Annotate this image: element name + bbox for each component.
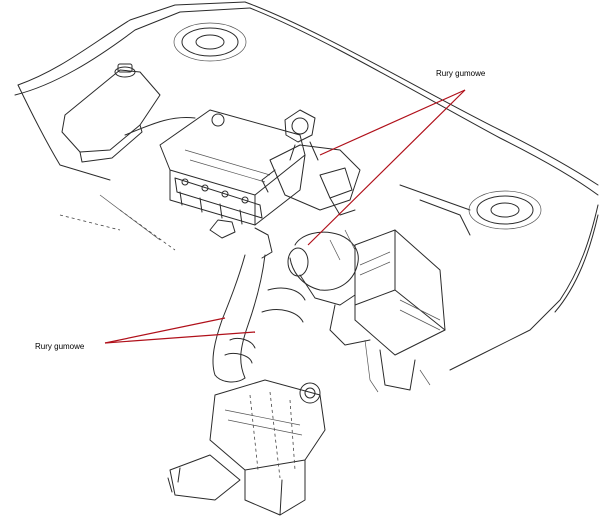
left-label-pointers (104, 317, 256, 344)
left-hose-label: Rury gumowe (35, 342, 85, 351)
intake-resonator (167, 379, 326, 516)
strut-tower-left (173, 22, 247, 62)
car-body-outline (14, 1, 599, 371)
misc-lines (59, 194, 431, 393)
strut-tower-right (468, 190, 542, 230)
lower-rubber-hose (212, 254, 306, 383)
upper-rubber-hose (287, 231, 371, 346)
top-hose-label: Rury gumowe (436, 69, 486, 78)
fuel-rail-injectors (174, 177, 273, 259)
air-filter-box (354, 229, 446, 391)
coolant-reservoir (61, 63, 161, 163)
throttle-body (261, 109, 361, 216)
top-label-pointers (307, 89, 466, 246)
engine-block (124, 109, 306, 226)
